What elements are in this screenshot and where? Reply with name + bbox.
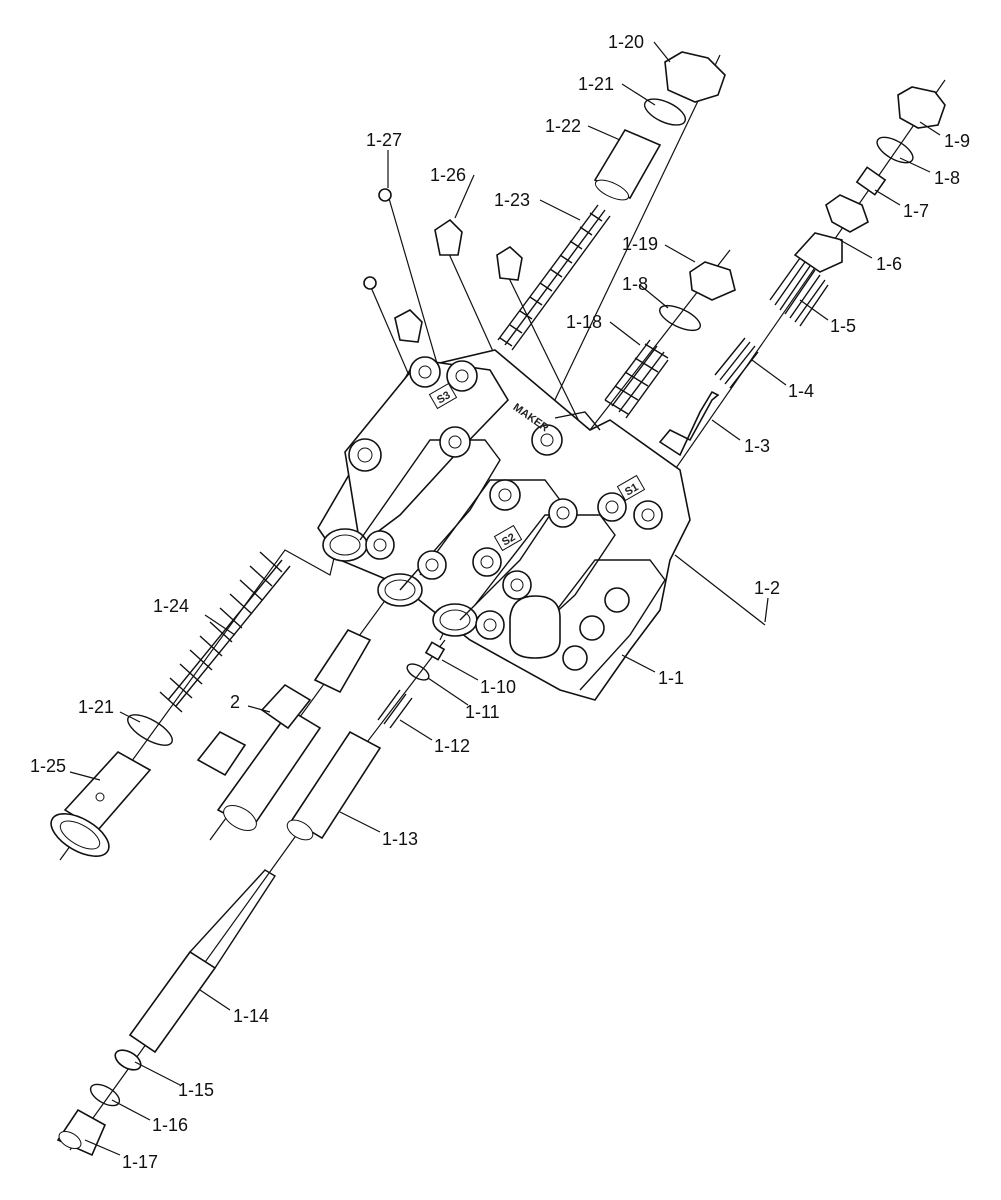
label-1-19: 1-19 (622, 234, 658, 254)
label-1-4: 1-4 (788, 381, 814, 401)
upper-right-parts (658, 86, 946, 457)
label-1-26: 1-26 (430, 165, 466, 185)
label-1-21: 1-21 (578, 74, 614, 94)
label-1-10: 1-10 (480, 677, 516, 697)
spring-1-18 (604, 339, 669, 419)
label-1-11: 1-11 (465, 702, 500, 722)
label-1-22: 1-22 (545, 116, 581, 136)
part-labels: 1-1 1-2 1-3 1-4 1-5 1-6 1-7 1-8 1-9 1-10… (30, 32, 970, 1172)
label-1-2: 1-2 (754, 578, 780, 598)
label-1-15: 1-15 (178, 1080, 214, 1100)
label-1-21-second: 1-21 (78, 697, 114, 717)
left-parts (50, 551, 372, 857)
label-1-14: 1-14 (233, 1006, 269, 1026)
label-1-5: 1-5 (830, 316, 856, 336)
label-1-27: 1-27 (366, 130, 402, 150)
spring-1-12 (377, 689, 413, 729)
label-1-16: 1-16 (152, 1115, 188, 1135)
label-1-23: 1-23 (494, 190, 530, 210)
label-1-6: 1-6 (876, 254, 902, 274)
label-2: 2 (230, 692, 240, 712)
label-1-8-second: 1-8 (622, 274, 648, 294)
marking-s1: S1 (623, 481, 641, 498)
spring-1-23 (497, 204, 611, 351)
label-1-18: 1-18 (566, 312, 602, 332)
label-1-24: 1-24 (153, 596, 189, 616)
marking-s2: S2 (500, 531, 518, 548)
label-1-9: 1-9 (944, 131, 970, 151)
label-1-7: 1-7 (903, 201, 929, 221)
label-1-25: 1-25 (30, 756, 66, 776)
label-1-1: 1-1 (658, 668, 684, 688)
spring-1-5 (769, 257, 829, 327)
marking-s3: S3 (435, 389, 453, 406)
spring-1-24 (159, 551, 291, 713)
lower-parts (56, 641, 446, 1157)
upper-center-parts (363, 51, 736, 419)
label-1-17: 1-17 (122, 1152, 158, 1172)
label-1-3: 1-3 (744, 436, 770, 456)
label-1-20: 1-20 (608, 32, 644, 52)
label-1-12: 1-12 (434, 736, 470, 756)
label-leaders (69, 41, 941, 1156)
label-1-13: 1-13 (382, 829, 418, 849)
valve-body: S3 S2 S1 MAKER (317, 349, 691, 701)
spring-1-4 (714, 337, 759, 389)
label-1-8: 1-8 (934, 168, 960, 188)
